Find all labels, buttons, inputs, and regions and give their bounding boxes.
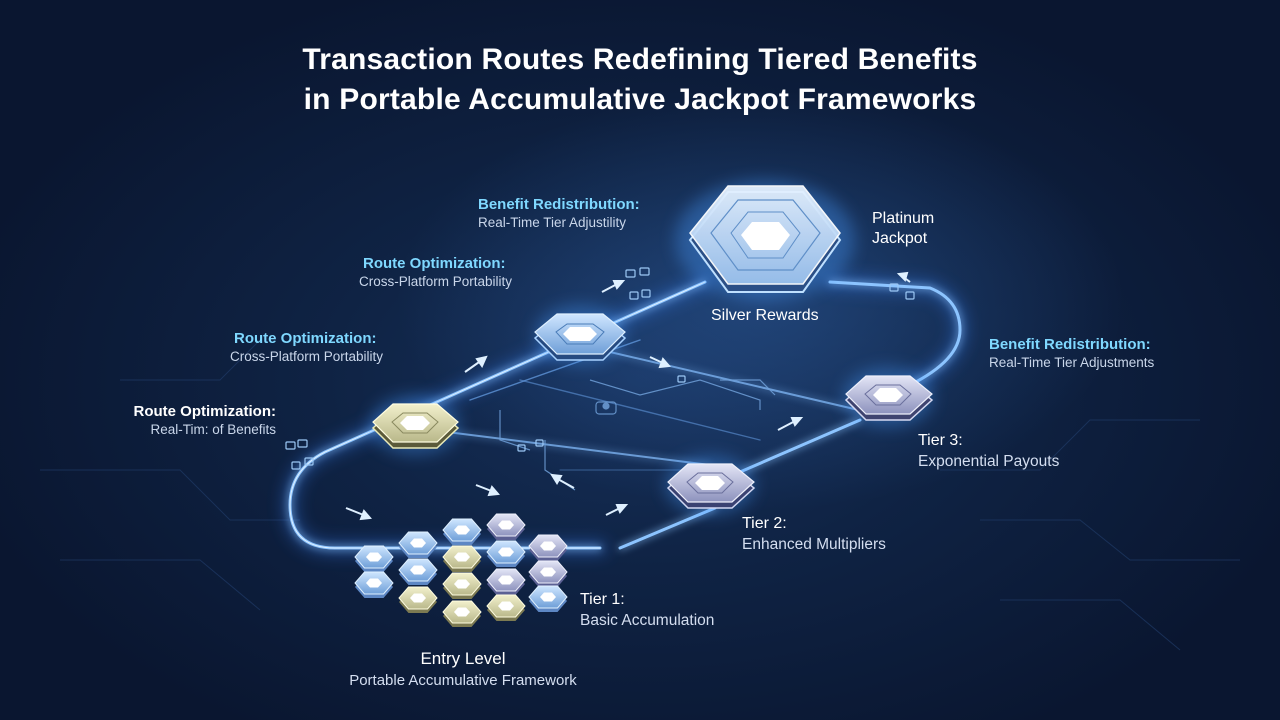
entry-level-label: Entry Level Portable Accumulative Framew… [300,650,626,690]
tier3-subtext: Exponential Payouts [918,453,1060,470]
arrow-7 [777,417,804,431]
route-glyphs [285,267,915,470]
entry-level-subtext: Portable Accumulative Framework [349,672,577,689]
entry-hex-cell [528,585,568,612]
arrow-9 [896,271,911,283]
page-title-line1: Transaction Routes Redefining Tiered Ben… [302,43,978,76]
card-icon-3 [285,439,308,450]
entry-hex-cell [442,545,482,572]
arrow-2 [464,355,488,373]
entry-hex-cell [354,571,394,598]
entry-hex-cell [486,568,526,595]
platinum-jackpot-label: Platinum Jackpot [872,209,934,249]
arrow-1 [345,507,372,521]
annotation-subtext: Real-Tim: of Benefits [150,422,276,437]
card-icon-1 [625,267,650,278]
route-node-upper [533,313,627,361]
entry-hex-cell [442,600,482,627]
platinum-label-line1: Platinum [872,210,935,227]
entry-hex-cell [398,558,438,585]
entry-hex-cell [398,586,438,613]
entry-hex-cell [486,540,526,567]
tier1-subtext: Basic Accumulation [580,612,715,629]
arrow-6 [649,356,671,369]
tier3-node [844,375,934,421]
silver-rewards-label: Silver Rewards [711,307,819,324]
annotation-subtext: Real-Time Tier Adjustments [989,355,1155,370]
tier3-label: Tier 3: Exponential Payouts [918,432,1059,471]
annotation-heading: Benefit Redistribution: [989,336,1151,353]
entry-hex-cell [442,518,482,545]
entry-level-hex-cluster [354,513,568,627]
card-icon-5 [889,283,915,300]
annotation-heading: Route Optimization: [363,255,506,272]
entry-level-heading: Entry Level [420,649,506,668]
tier2-node [666,463,756,509]
entry-hex-cell [486,513,526,540]
entry-hex-cell [528,534,568,561]
arrow-5 [605,504,629,516]
arrow-3 [475,484,500,497]
page-title-line2: in Portable Accumulative Jackpot Framewo… [303,83,977,116]
annotation-subtext: Cross-Platform Portability [359,274,513,289]
annotation-route-lower: Route Optimization: Real-Tim: of Benefit… [100,403,277,439]
entry-hex-cell [354,545,394,572]
tier1-label: Tier 1: Basic Accumulation [580,591,714,630]
annotation-benefit-right: Benefit Redistribution: Real-Time Tier A… [989,336,1154,372]
annotation-benefit-top: Benefit Redistribution: Real-Time Tier A… [478,196,640,232]
annotation-subtext: Cross-Platform Portability [230,349,384,364]
node-glows [370,180,933,515]
entry-hex-cell [528,560,568,587]
annotation-route-upper: Route Optimization: Cross-Platform Porta… [359,255,512,291]
arrow-4 [550,473,575,489]
platinum-jackpot-node [688,185,842,293]
card-icon-6 [517,375,686,452]
tier2-heading: Tier 2: [742,515,787,532]
arrow-8 [601,280,626,293]
tier2-subtext: Enhanced Multipliers [742,536,886,553]
tier2-label: Tier 2: Enhanced Multipliers [742,515,886,554]
annotation-heading: Route Optimization: [234,330,377,347]
annotation-subtext: Real-Time Tier Adjustility [478,215,627,230]
route-node-gold [371,403,460,449]
entry-hex-cell [442,572,482,599]
annotation-heading: Route Optimization: [133,403,277,420]
card-icon-4 [291,457,314,470]
annotation-route-middle: Route Optimization: Cross-Platform Porta… [230,330,383,366]
tier3-heading: Tier 3: [918,432,963,449]
entry-hex-cell [486,594,526,621]
annotation-heading: Benefit Redistribution: [478,196,640,213]
transaction-route-loop [283,275,967,555]
flow-arrows [345,271,911,521]
background-circuit-lines [40,339,1240,651]
card-icon-2 [629,289,651,300]
entry-hex-cell [398,531,438,558]
platinum-label-line2: Jackpot [872,230,928,247]
tier1-heading: Tier 1: [580,591,625,608]
